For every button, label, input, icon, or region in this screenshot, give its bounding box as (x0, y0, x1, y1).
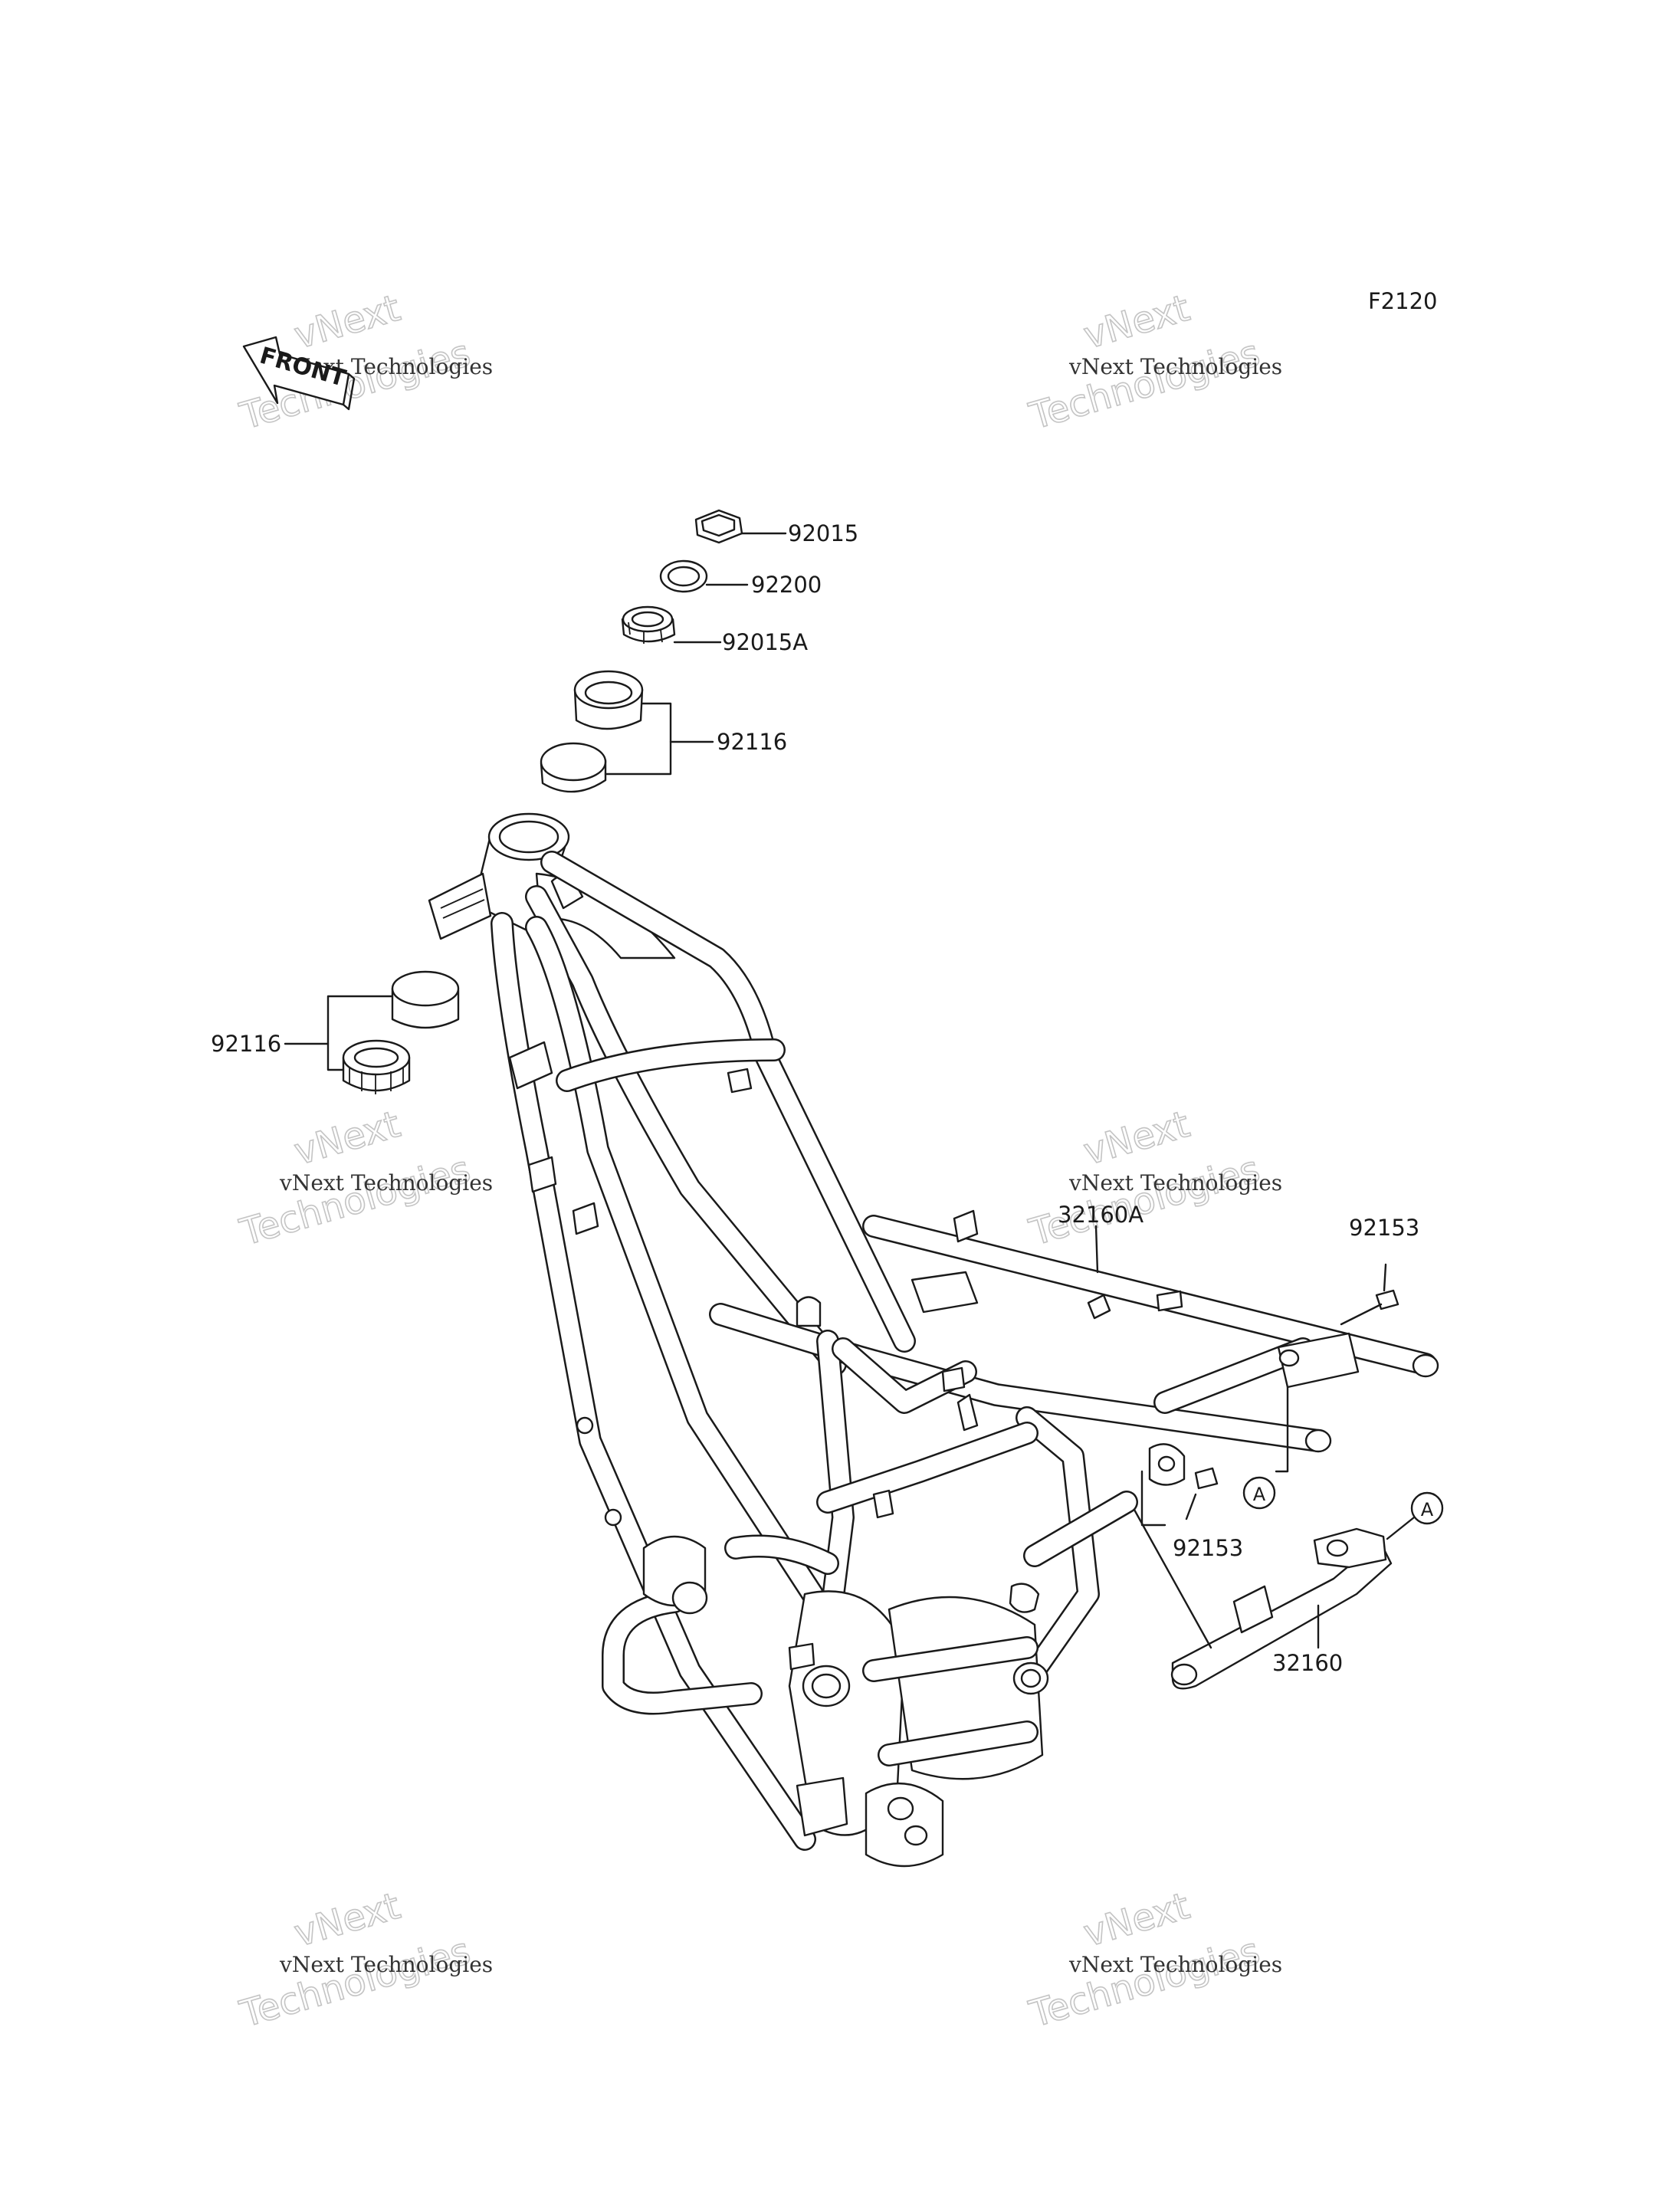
svg-text:Technologies: Technologies (1025, 1930, 1265, 2036)
leader-A-upper (1275, 1386, 1289, 1473)
label-92153-lower: 92153 (1173, 1535, 1243, 1561)
label-92116-left: 92116 (211, 1031, 281, 1057)
svg-text:Technologies: Technologies (235, 1148, 475, 1255)
label-92015A: 92015A (722, 629, 808, 655)
ref-circle-a2: A (1386, 1491, 1444, 1540)
svg-text:vNext Technologies: vNext Technologies (1068, 1170, 1282, 1196)
watermark-mid-right: vNext Technologies vNext Technologies (1024, 1102, 1282, 1255)
svg-text:vNext: vNext (1079, 287, 1194, 357)
label-32160A: 32160A (1058, 1202, 1144, 1228)
label-32160: 32160 (1272, 1650, 1343, 1676)
svg-text:vNext: vNext (290, 1103, 405, 1173)
label-92116-top: 92116 (717, 729, 787, 755)
svg-text:vNext: vNext (290, 287, 405, 357)
label-92200: 92200 (751, 572, 822, 598)
steering-bearing-upper (573, 670, 644, 730)
steering-race-upper (540, 742, 607, 793)
leader-32160A (1094, 1225, 1099, 1274)
steering-race-lower (391, 970, 460, 1029)
svg-text:vNext Technologies: vNext Technologies (1068, 1952, 1282, 1977)
svg-text:vNext: vNext (290, 1884, 405, 1955)
leader-92116-top (604, 702, 714, 776)
leader-92116-left (284, 995, 394, 1071)
label-92153-right: 92153 (1349, 1215, 1419, 1241)
svg-text:vNext Technologies: vNext Technologies (279, 1170, 493, 1196)
watermark-bottom-right: vNext Technologies vNext Technologies (1024, 1884, 1282, 2036)
svg-text:Technologies: Technologies (235, 1930, 475, 2036)
watermark-top-right: vNext Technologies vNext Technologies (1024, 286, 1282, 438)
footpeg-bracket (1133, 1508, 1393, 1690)
svg-text:A: A (1253, 1484, 1266, 1505)
svg-text:vNext: vNext (1079, 1103, 1194, 1173)
svg-text:vNext Technologies: vNext Technologies (279, 1952, 493, 1977)
bolt-upper-right (1340, 1263, 1399, 1326)
diagram-code: F2120 (1368, 288, 1437, 314)
watermark-mid-left: vNext Technologies vNext Technologies (235, 1102, 493, 1255)
ref-circle-a1: A (1242, 1476, 1276, 1510)
label-92015: 92015 (788, 520, 858, 546)
svg-text:Technologies: Technologies (1025, 332, 1265, 438)
washer (659, 559, 749, 593)
steering-bearing-lower (342, 1039, 411, 1094)
slotted-nut (621, 605, 722, 644)
steering-stem-nut (694, 509, 787, 544)
svg-text:vNext: vNext (1079, 1884, 1194, 1955)
svg-text:A: A (1421, 1499, 1434, 1520)
watermark-bottom-left: vNext Technologies vNext Technologies (235, 1884, 493, 2036)
motorcycle-frame (428, 812, 1439, 1868)
svg-text:vNext Technologies: vNext Technologies (1068, 354, 1282, 379)
